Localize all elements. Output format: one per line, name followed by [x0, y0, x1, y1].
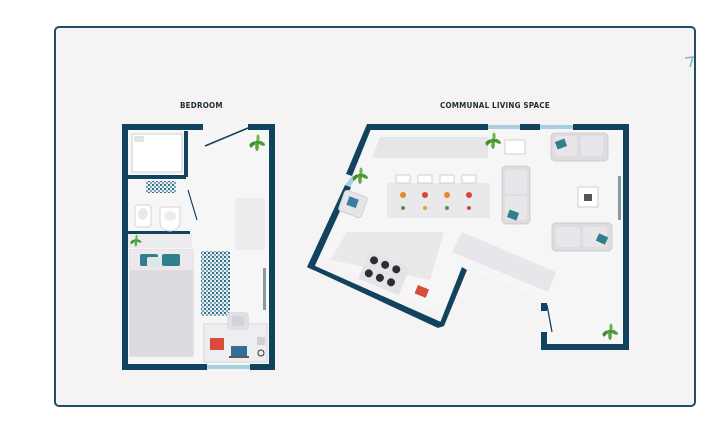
bed-icon: [129, 249, 194, 357]
communal-title: COMMUNAL LIVING SPACE: [440, 101, 550, 110]
sink-icon: [159, 206, 181, 232]
bedroom-rug-icon: [201, 251, 230, 316]
toilet-icon: [134, 204, 152, 228]
stove-icon: [357, 250, 411, 296]
corner-mark-icon: [684, 56, 694, 68]
chair-icon: [227, 312, 249, 330]
sofa-icon: [551, 222, 613, 252]
sofa-icon: [501, 165, 531, 225]
communal-plan: [307, 124, 629, 350]
bedroom-plan: [122, 124, 275, 370]
chair-icon: [338, 189, 368, 219]
sofa-icon: [550, 132, 609, 162]
laptop-icon: [229, 346, 249, 358]
rug-icon: [146, 181, 176, 193]
bedroom-title: BEDROOM: [180, 101, 223, 110]
